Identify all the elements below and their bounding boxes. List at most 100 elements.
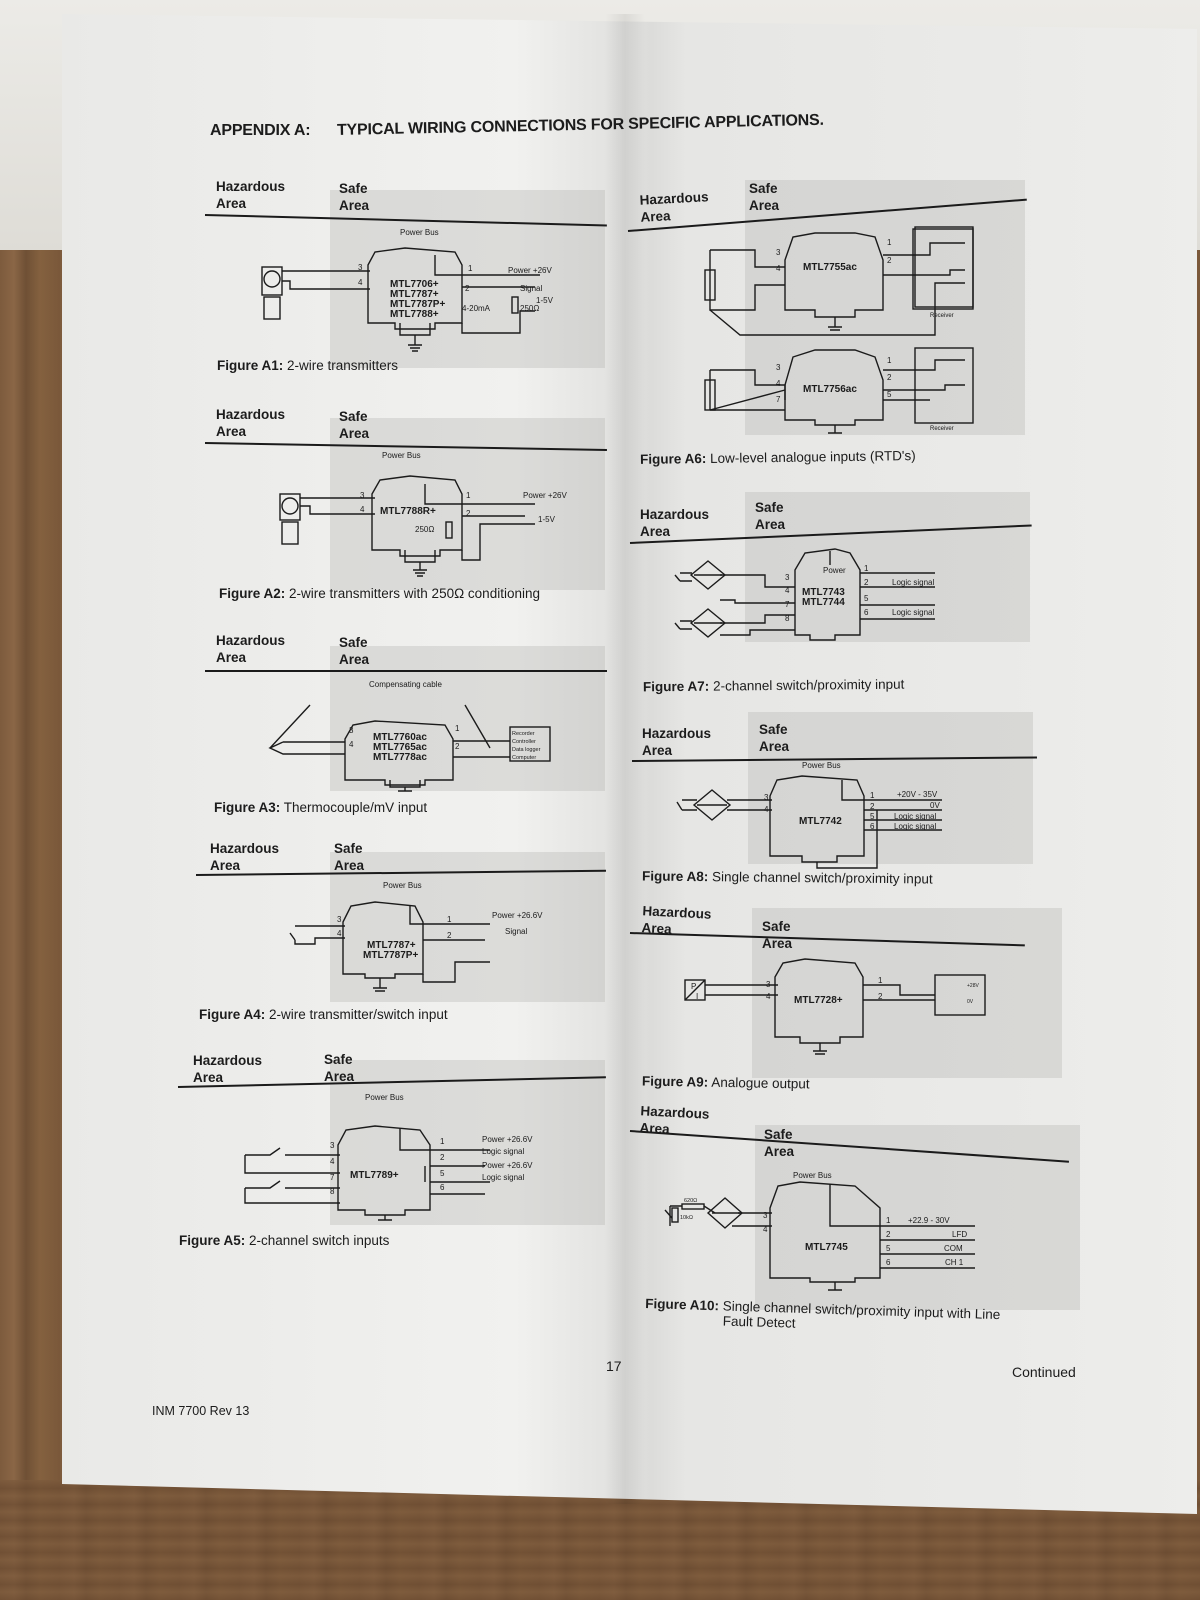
svg-text:3: 3 [776, 248, 781, 257]
continued-label: Continued [1012, 1364, 1076, 1380]
svg-text:5: 5 [887, 390, 892, 399]
module-model: MTL7787P+ [363, 950, 418, 961]
svg-text:Power +26.6V: Power +26.6V [482, 1135, 533, 1144]
power-bus-label: Power Bus [400, 228, 439, 237]
module-model: MTL7789+ [350, 1170, 399, 1181]
module-model: MTL7742 [799, 816, 842, 827]
svg-text:Power: Power [823, 566, 846, 575]
svg-text:Receiver: Receiver [930, 313, 954, 319]
svg-text:1: 1 [878, 976, 883, 985]
svg-text:4: 4 [349, 740, 354, 749]
svg-text:7: 7 [330, 1173, 335, 1182]
svg-text:Power Bus: Power Bus [382, 451, 421, 460]
module-model: MTL7706+ [390, 279, 439, 290]
svg-text:1: 1 [455, 724, 460, 733]
module-model: MTL7744 [802, 597, 845, 608]
svg-text:Logic signal: Logic signal [482, 1147, 524, 1156]
svg-text:2: 2 [465, 284, 470, 293]
svg-text:4: 4 [763, 1225, 768, 1234]
figure-caption: Figure A9: Analogue output [641, 1073, 810, 1092]
resistor-label: 250Ω [520, 304, 539, 313]
wiring-diagram-a4: Power Bus 34 12 MTL7787+ MTL7787P+ Power… [289, 881, 543, 992]
wiring-diagram-a7: Power 34 78 12 56 MTL7743 MTL7744 Logic … [674, 548, 935, 641]
figure-caption: Figure A8: Single channel switch/proximi… [641, 868, 933, 887]
svg-text:1: 1 [886, 1216, 891, 1225]
svg-text:3: 3 [785, 573, 790, 582]
svg-text:+22.9 - 30V: +22.9 - 30V [908, 1216, 950, 1225]
svg-text:5: 5 [440, 1169, 445, 1178]
svg-text:Power Bus: Power Bus [383, 881, 422, 890]
svg-text:4: 4 [766, 992, 771, 1001]
wiring-diagram-a8: Power Bus 34 12 56 MTL7742 +20V - 35V 0V… [676, 761, 942, 869]
svg-text:6: 6 [886, 1258, 891, 1267]
svg-text:1: 1 [447, 915, 452, 924]
svg-text:Signal: Signal [505, 927, 527, 936]
svg-text:+20V - 35V: +20V - 35V [897, 790, 938, 799]
svg-text:Power Bus: Power Bus [793, 1171, 832, 1180]
svg-text:CH 1: CH 1 [945, 1258, 964, 1267]
wiring-diagram-a1: Power Bus 3 4 1 2 MTL7706+ MTL7787+ MTL778… [261, 228, 554, 352]
svg-text:4: 4 [330, 1157, 335, 1166]
module-outline [367, 247, 463, 330]
module-model: MTL7787+ [390, 289, 439, 300]
svg-text:2: 2 [870, 802, 875, 811]
svg-text:4: 4 [358, 278, 363, 287]
wiring-diagram-a6: 34 12 MTL7755ac Receiver 347 125 MTL7756… [704, 226, 974, 434]
svg-text:Compensating cable: Compensating cable [369, 680, 442, 689]
module-model: MTL7788+ [390, 309, 439, 320]
svg-text:Recorder: Recorder [512, 731, 535, 737]
svg-text:5: 5 [870, 812, 875, 821]
appendix-label: APPENDIX A: [210, 122, 311, 139]
svg-text:4: 4 [360, 505, 365, 514]
output-label: Power +26V [508, 266, 552, 275]
svg-text:3: 3 [349, 726, 354, 735]
svg-text:10kΩ: 10kΩ [680, 1215, 693, 1221]
svg-text:Logic signal: Logic signal [892, 578, 934, 587]
svg-text:Controller: Controller [512, 739, 536, 745]
svg-text:2: 2 [447, 931, 452, 940]
svg-text:6: 6 [870, 822, 875, 831]
module-model: MTL7745 [805, 1242, 848, 1253]
svg-text:2: 2 [878, 992, 883, 1001]
figure-caption: Figure A4: 2-wire transmitter/switch inp… [199, 1007, 448, 1022]
svg-text:2: 2 [440, 1153, 445, 1162]
document-revision: INM 7700 Rev 13 [152, 1404, 250, 1418]
svg-text:Data logger: Data logger [512, 747, 541, 753]
svg-text:Logic signal: Logic signal [892, 608, 934, 617]
module-model: MTL7787+ [367, 940, 416, 951]
svg-text:Logic signal: Logic signal [894, 812, 936, 821]
svg-text:1: 1 [440, 1137, 445, 1146]
document-page [62, 14, 1197, 1514]
rtd-sensor-icon [704, 269, 716, 301]
svg-text:3: 3 [330, 1141, 335, 1150]
page-title: APPENDIX A: TYPICAL WIRING CONNECTIONS F… [210, 112, 824, 140]
svg-text:1-5V: 1-5V [538, 515, 556, 524]
svg-text:1: 1 [887, 356, 892, 365]
svg-text:3: 3 [763, 1211, 768, 1220]
module-model: MTL7788R+ [380, 506, 436, 517]
svg-text:1: 1 [468, 264, 473, 273]
svg-text:4: 4 [764, 805, 769, 814]
module-model: MTL7787P+ [390, 299, 445, 310]
svg-text:3: 3 [337, 915, 342, 924]
svg-text:3: 3 [358, 263, 363, 272]
svg-text:Receiver: Receiver [930, 426, 954, 432]
p-to-i-converter-icon [684, 979, 706, 1001]
page-number: 17 [606, 1358, 622, 1374]
svg-text:Power Bus: Power Bus [802, 761, 841, 770]
svg-text:8: 8 [330, 1187, 335, 1196]
module-model: MTL7756ac [803, 384, 857, 395]
figure-caption: Figure A3: Thermocouple/mV input [214, 800, 428, 815]
svg-text:1: 1 [466, 491, 471, 500]
